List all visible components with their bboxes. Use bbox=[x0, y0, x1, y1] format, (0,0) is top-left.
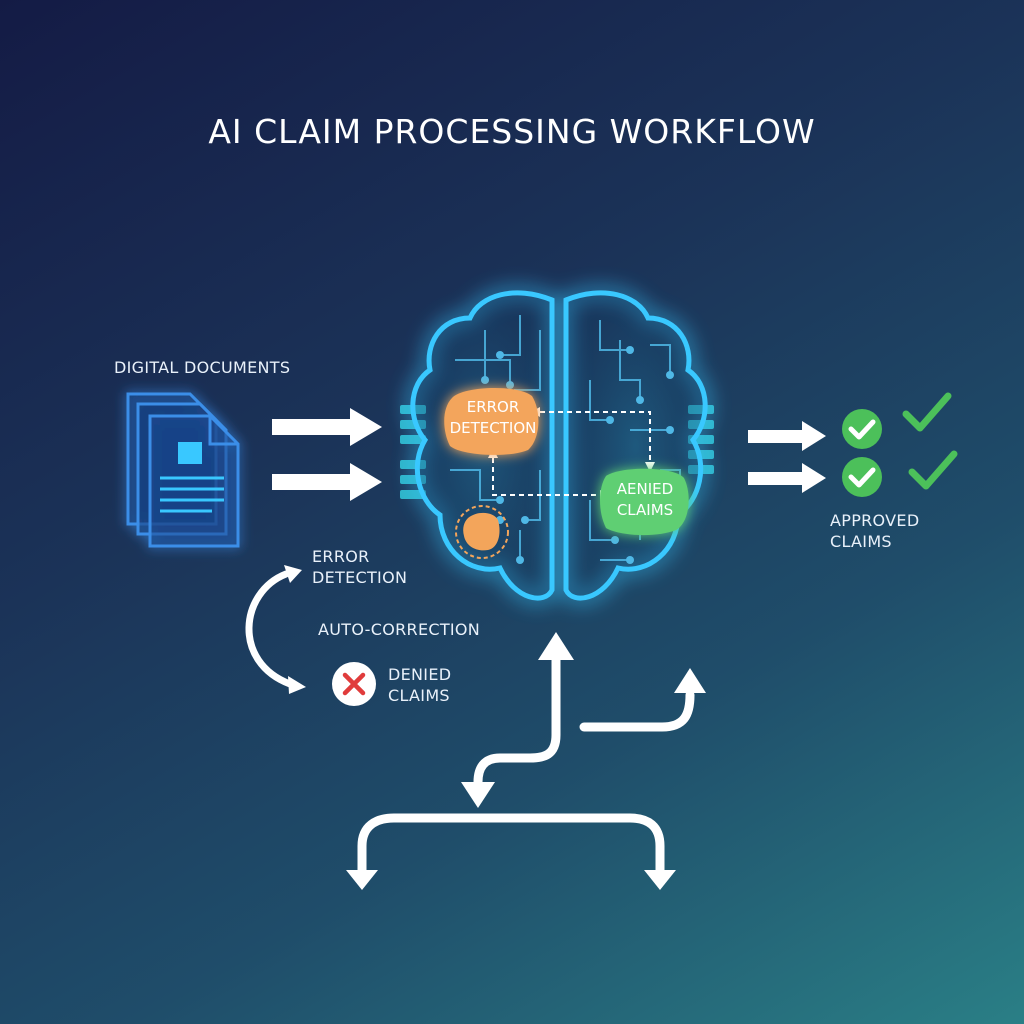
loop-error-detection-line2: DETECTION bbox=[312, 568, 408, 587]
check-circle-icon bbox=[842, 409, 882, 449]
brain-circuit-icon bbox=[400, 287, 714, 603]
output-arrow-bottom bbox=[748, 463, 826, 493]
error-detection-tag-line2: DETECTION bbox=[449, 419, 537, 437]
denied-claims-line2: CLAIMS bbox=[388, 686, 450, 705]
loop-error-detection-line1: ERROR bbox=[312, 547, 370, 566]
output-arrow-top bbox=[748, 421, 826, 451]
denied-claims-line1: DENIED bbox=[388, 665, 452, 684]
loop-arrow bbox=[245, 570, 294, 688]
aenied-claims-tag-shape bbox=[600, 468, 689, 536]
processing-node-icon bbox=[455, 505, 509, 559]
error-detection-tag: ERROR DETECTION bbox=[448, 397, 538, 439]
error-detection-tag-line1: ERROR bbox=[466, 398, 520, 416]
loop-error-detection-label: ERROR DETECTION bbox=[312, 546, 407, 588]
document-stack-icon bbox=[126, 392, 240, 548]
input-arrow-bottom bbox=[272, 463, 382, 501]
x-circle-icon bbox=[332, 662, 376, 706]
digital-documents-label: DIGITAL DOCUMENTS bbox=[114, 358, 291, 377]
aenied-claims-tag-line2: CLAIMS bbox=[616, 501, 674, 519]
checkmark-icon bbox=[902, 392, 952, 432]
aenied-claims-tag: AENIED CLAIMS bbox=[602, 479, 688, 521]
approved-claims-label: APPROVED CLAIMS bbox=[830, 510, 919, 552]
checkmark-icon bbox=[908, 450, 958, 490]
document-content-icon bbox=[160, 442, 224, 513]
auto-correction-label: AUTO-CORRECTION bbox=[318, 620, 481, 639]
denied-claims-label: DENIED CLAIMS bbox=[388, 664, 451, 706]
input-arrow-top bbox=[272, 408, 382, 446]
error-detection-tag-shape bbox=[444, 387, 539, 455]
page-title: AI CLAIM PROCESSING WORKFLOW bbox=[208, 112, 816, 151]
aenied-claims-tag-line1: AENIED bbox=[616, 480, 674, 498]
approved-claims-label-line1: APPROVED bbox=[830, 511, 920, 530]
approved-claims-label-line2: CLAIMS bbox=[830, 532, 892, 551]
check-circle-icon bbox=[842, 457, 882, 497]
routing-arrows bbox=[357, 650, 695, 877]
